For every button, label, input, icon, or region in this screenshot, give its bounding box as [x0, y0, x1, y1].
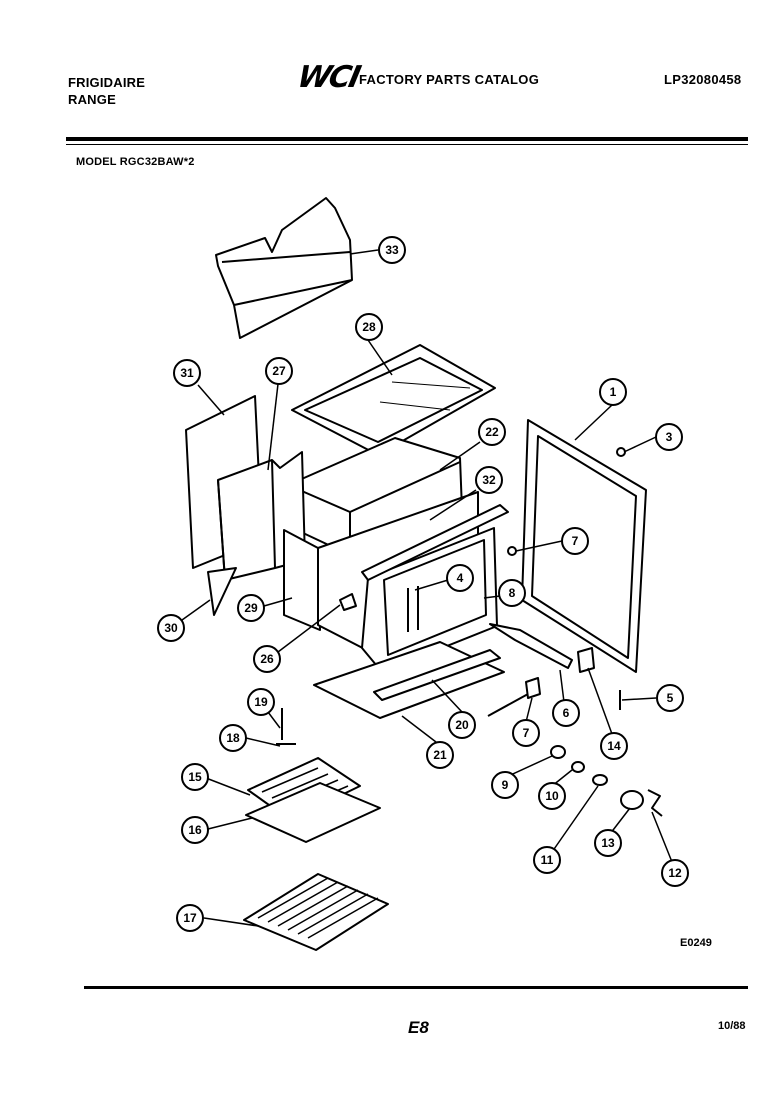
leader-lines [181, 249, 673, 927]
part-33-deflector [215, 197, 353, 339]
part-8-screw [507, 546, 517, 556]
oven-liner [317, 491, 498, 673]
svg-text:4: 4 [457, 571, 464, 585]
callout-19: 18 [219, 724, 247, 752]
part-3-screw [616, 447, 626, 457]
svg-text:7: 7 [523, 726, 530, 740]
callout-18: 17 [176, 904, 204, 932]
callout-30: 30 [157, 614, 185, 642]
callout-33: 33 [378, 236, 406, 264]
callout-15: 14 [600, 732, 628, 760]
catalog-date: 10/88 [718, 1020, 746, 1032]
part-7-igniter [487, 677, 541, 717]
callout-31: 31 [173, 359, 201, 387]
svg-text:32: 32 [482, 473, 496, 487]
svg-text:20: 20 [455, 718, 469, 732]
callout-21: 20 [448, 711, 476, 739]
callout-26: 26 [253, 645, 281, 673]
svg-text:5: 5 [667, 691, 674, 705]
callout-27: 27 [265, 357, 293, 385]
figure-code: E0249 [680, 937, 712, 949]
part-32-frame-strip [361, 504, 509, 581]
svg-text:7: 7 [572, 534, 579, 548]
page-id: E8 [408, 1018, 429, 1037]
svg-text:18: 18 [226, 731, 240, 745]
part-21-bottom-strip [373, 649, 501, 701]
callout-29: 29 [237, 594, 265, 622]
part-28-top-panel [291, 344, 496, 456]
callout-22: 21 [426, 741, 454, 769]
callout-11: 10 [538, 782, 566, 810]
svg-text:19: 19 [254, 695, 268, 709]
callout-13: 12 [661, 859, 689, 887]
part-26-bracket [339, 593, 357, 611]
svg-text:17: 17 [183, 911, 197, 925]
callout-10: 9 [491, 771, 519, 799]
callout-24: 22 [478, 418, 506, 446]
callout-14: 13 [594, 829, 622, 857]
part-18-oven-rack [243, 873, 389, 951]
brand-name: FRIGIDAIRE [68, 75, 146, 90]
svg-text:8: 8 [509, 586, 516, 600]
svg-text:30: 30 [164, 621, 178, 635]
svg-text:6: 6 [563, 706, 570, 720]
part-12-knob-cap [592, 774, 608, 786]
part-13-spring [647, 789, 663, 817]
callout-8: 7 [561, 527, 589, 555]
part-17-broiler-pan [245, 782, 381, 843]
callout-1: 1 [599, 378, 627, 406]
svg-text:1: 1 [610, 385, 617, 399]
callout-12: 11 [533, 846, 561, 874]
callout-6: 6 [552, 699, 580, 727]
svg-text:28: 28 [362, 320, 376, 334]
svg-text:27: 27 [272, 364, 286, 378]
callout-7: 7 [512, 719, 540, 747]
part-29-rear-insulation [283, 529, 321, 631]
product-type: RANGE [68, 92, 116, 107]
svg-text:22: 22 [485, 425, 499, 439]
callout-28: 28 [355, 313, 383, 341]
svg-text:26: 26 [260, 652, 274, 666]
svg-text:31: 31 [180, 366, 194, 380]
callout-3: 3 [655, 423, 683, 451]
callout-16: 15 [181, 763, 209, 791]
part-14-bezel [620, 790, 644, 810]
svg-text:33: 33 [385, 243, 399, 257]
callout-4: 4 [446, 564, 474, 592]
part-15-clip [577, 647, 595, 673]
callout-20: 19 [247, 688, 275, 716]
part-20-rod [276, 708, 296, 745]
svg-text:15: 15 [188, 770, 202, 784]
header-rule-thin [66, 144, 748, 145]
svg-text:10: 10 [545, 789, 559, 803]
part-10-knob [550, 745, 566, 759]
svg-text:14: 14 [607, 739, 621, 753]
model-label: MODEL RGC32BAW*2 [76, 156, 195, 168]
svg-text:29: 29 [244, 601, 258, 615]
publication-number: LP32080458 [664, 72, 742, 87]
header-rule-thick [66, 137, 748, 141]
svg-text:11: 11 [541, 853, 554, 867]
catalog-title: FACTORY PARTS CATALOG [359, 72, 540, 87]
callout-17: 16 [181, 816, 209, 844]
part-30-bracket [207, 567, 237, 616]
footer-rule [84, 986, 748, 989]
svg-text:12: 12 [668, 866, 682, 880]
callout-labels: 33 28 31 27 1 3 22 32 7 8 4 30 29 26 5 6… [157, 236, 689, 932]
callout-9: 8 [498, 579, 526, 607]
part-11-knob-insert [571, 761, 585, 773]
svg-text:16: 16 [188, 823, 202, 837]
svg-text:9: 9 [502, 778, 509, 792]
svg-text:13: 13 [601, 836, 615, 850]
callout-5: 5 [656, 684, 684, 712]
svg-text:21: 21 [433, 748, 447, 762]
brand-block: FRIGIDAIRE RANGE [68, 74, 145, 108]
svg-text:3: 3 [666, 430, 673, 444]
callout-32: 32 [475, 466, 503, 494]
part-6-side-rail [489, 623, 573, 669]
